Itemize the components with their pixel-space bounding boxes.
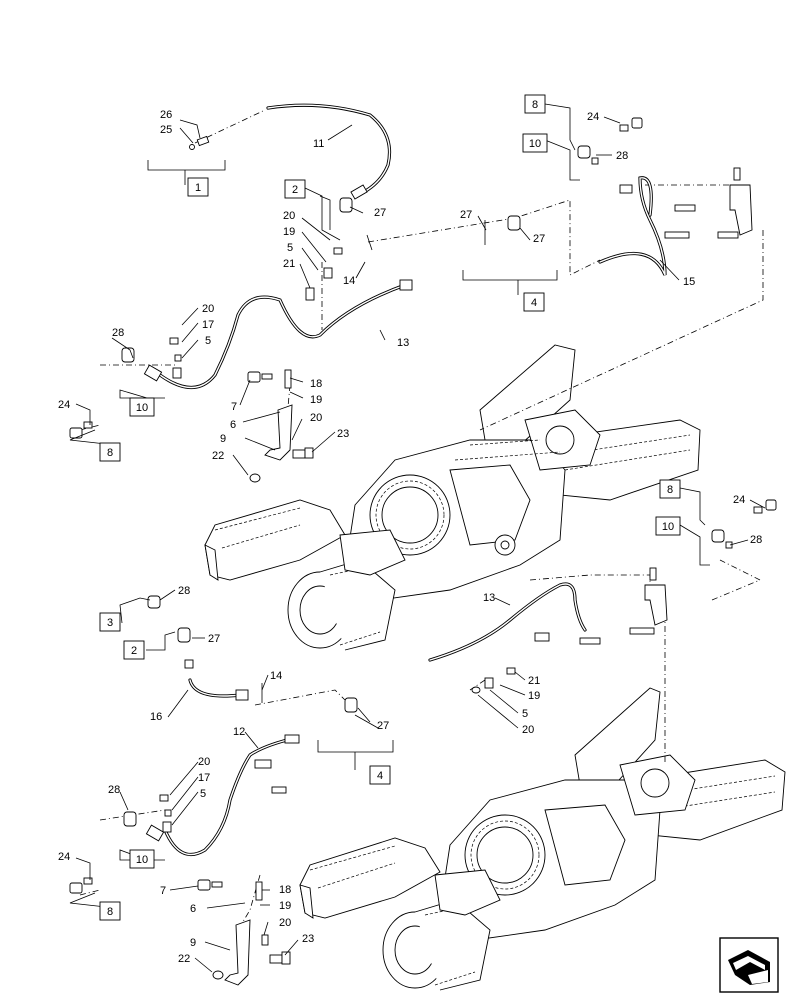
callout-27: 27: [377, 720, 389, 732]
ref-box-10: 10: [529, 138, 541, 150]
callout-21: 21: [283, 258, 295, 270]
callout-19: 19: [279, 900, 291, 912]
lower-axle: [299, 687, 786, 991]
callout-28: 28: [750, 534, 762, 546]
ref-box-8: 8: [532, 99, 538, 111]
ref-box-2: 2: [131, 645, 137, 657]
callout-20: 20: [202, 303, 214, 315]
callout-19: 19: [528, 690, 540, 702]
leader-lines: [75, 116, 766, 973]
callout-19: 19: [310, 394, 322, 406]
callout-16: 16: [150, 711, 162, 723]
ref-box-8: 8: [667, 484, 673, 496]
callout-28: 28: [108, 784, 120, 796]
callout-22: 22: [178, 953, 190, 965]
callout-28: 28: [616, 150, 628, 162]
callout-17: 17: [198, 772, 210, 784]
callout-21: 21: [528, 675, 540, 687]
ref-box-1: 1: [195, 182, 201, 194]
callout-13: 13: [397, 337, 409, 349]
callout-24: 24: [587, 111, 599, 123]
callout-19: 19: [283, 226, 295, 238]
callout-6: 6: [190, 903, 196, 915]
callout-22: 22: [212, 450, 224, 462]
callout-24: 24: [58, 851, 70, 863]
ref-box-2: 2: [292, 184, 298, 196]
callout-24: 24: [733, 494, 745, 506]
callout-27: 27: [533, 233, 545, 245]
callout-14: 14: [343, 275, 355, 287]
callout-28: 28: [112, 327, 124, 339]
callout-15: 15: [683, 276, 695, 288]
callout-20: 20: [310, 412, 322, 424]
ref-box-4: 4: [531, 297, 537, 309]
callout-23: 23: [337, 428, 349, 440]
callout-9: 9: [190, 937, 196, 949]
ref-box-8: 8: [107, 906, 113, 918]
callout-6: 6: [230, 419, 236, 431]
callout-20: 20: [279, 917, 291, 929]
callout-5: 5: [200, 788, 206, 800]
callout-17: 17: [202, 319, 214, 331]
bracket-lines: [69, 103, 710, 909]
callout-27: 27: [208, 633, 220, 645]
callout-20: 20: [198, 756, 210, 768]
ref-box-10: 10: [136, 854, 148, 866]
reference-boxes: 1 2 4 8 10 10 8 8 10 3 2 4 10 8: [99, 94, 681, 921]
ref-box-4: 4: [377, 770, 383, 782]
hose-12: [163, 736, 297, 856]
callout-5: 5: [287, 242, 293, 254]
hose-16: [188, 678, 242, 698]
ref-box-3: 3: [107, 617, 113, 629]
callout-11: 11: [313, 138, 324, 150]
callout-18: 18: [279, 884, 291, 896]
callout-25: 25: [160, 124, 172, 136]
callout-26: 26: [160, 109, 172, 121]
ref-box-10: 10: [136, 402, 148, 414]
callout-20: 20: [283, 210, 295, 222]
callout-9: 9: [220, 433, 226, 445]
callout-24: 24: [58, 399, 70, 411]
fittings: [69, 117, 777, 986]
callout-labels: 26 25 11 27 20 19 5 21 14 27 27 13 28 20…: [58, 109, 762, 965]
callout-28: 28: [178, 585, 190, 597]
callout-14: 14: [270, 670, 282, 682]
ref-box-8: 8: [107, 447, 113, 459]
callout-12: 12: [233, 726, 245, 738]
callout-27: 27: [460, 209, 472, 221]
ref-box-10: 10: [662, 521, 674, 533]
callout-7: 7: [231, 401, 237, 413]
hoses: [158, 103, 667, 856]
callout-18: 18: [310, 378, 322, 390]
upper-axle: [204, 344, 701, 651]
callout-5: 5: [205, 335, 211, 347]
callout-7: 7: [160, 885, 166, 897]
callout-23: 23: [302, 933, 314, 945]
callout-27: 27: [374, 207, 386, 219]
callout-13: 13: [483, 592, 495, 604]
callout-20: 20: [522, 724, 534, 736]
view-direction-arrow-icon: [719, 937, 779, 993]
callout-5: 5: [522, 708, 528, 720]
